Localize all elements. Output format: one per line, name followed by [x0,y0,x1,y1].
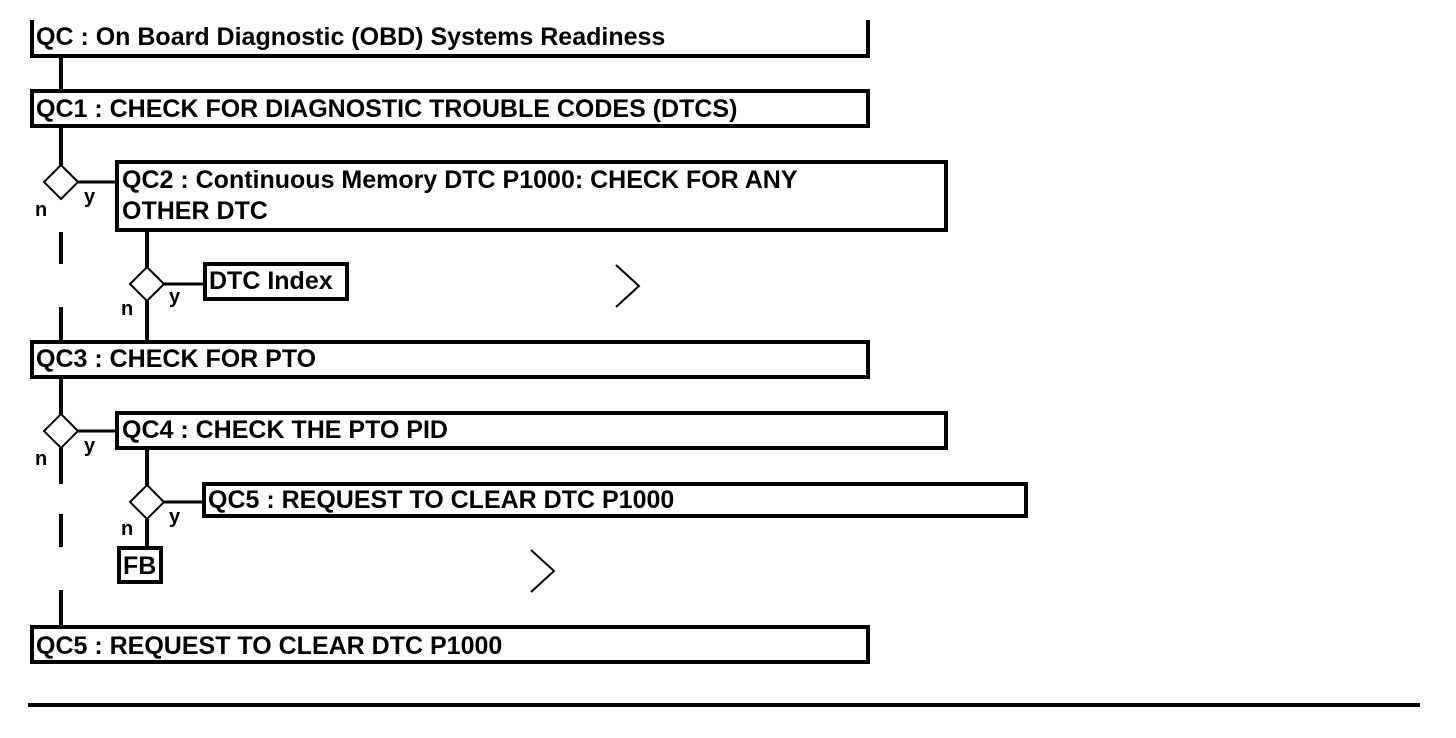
yes-label: y [84,435,96,457]
no-label: n [35,448,48,470]
yes-label: y [169,286,181,308]
dtc-index-box [203,262,349,301]
decision-diamond [128,265,166,303]
step-qc-title: QC : On Board Diagnostic (OBD) Systems R… [36,23,666,51]
step-qc2-title-line2: OTHER DTC [122,197,268,225]
step-qc5-title: QC5 : REQUEST TO CLEAR DTC P1000 [36,632,503,660]
yes-label: y [169,506,181,528]
step-qc4-title: QC4 : CHECK THE PTO PID [122,416,448,444]
no-label: n [121,298,134,320]
decision-diamond [42,412,80,450]
chevron-right-icon [530,549,556,593]
dtc-index-link[interactable]: DTC Index [209,267,333,295]
yes-label: y [84,186,96,208]
qc5-inner-box [202,482,1028,518]
step-qc2-title-line1: QC2 : Continuous Memory DTC P1000: CHECK… [122,166,798,194]
fb-box [117,546,163,584]
decision-diamond [42,163,80,201]
qc2-box [115,160,948,232]
step-qc3-title: QC3 : CHECK FOR PTO [36,345,317,373]
chevron-right-icon [615,264,641,308]
decision-diamond [128,483,166,521]
qc5-box [30,625,870,664]
qc3-box [30,340,870,379]
fb-link[interactable]: FB [123,552,157,580]
step-qc1-title: QC1 : CHECK FOR DIAGNOSTIC TROUBLE CODES… [36,95,738,123]
qc4-box [115,411,948,450]
qc1-box [30,89,870,128]
no-label: n [35,199,48,221]
no-label: n [121,518,134,540]
step-qc5-inner-title[interactable]: QC5 : REQUEST TO CLEAR DTC P1000 [208,486,675,514]
qc-header-box [30,20,870,58]
